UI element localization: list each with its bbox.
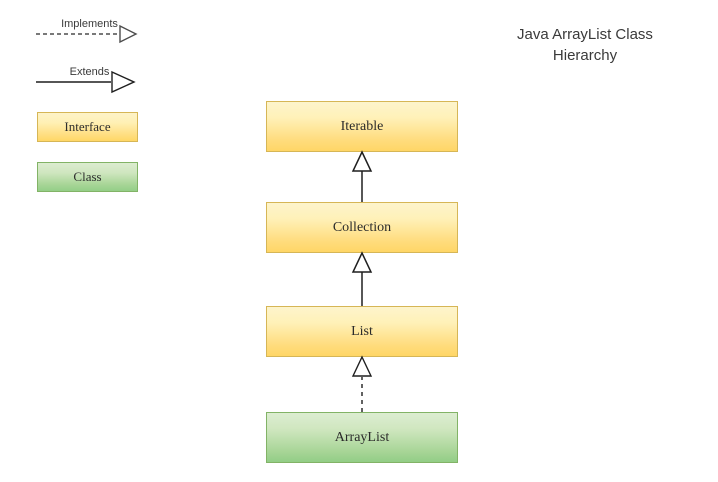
legend-swatch-class: Class <box>37 162 138 192</box>
legend-implements-label: Implements <box>61 18 118 30</box>
node-list[interactable]: List <box>266 306 458 357</box>
node-collection-label: Collection <box>332 219 392 235</box>
edge-collection-to-iterable <box>351 150 373 202</box>
legend-extends-label: Extends <box>69 66 110 78</box>
node-arraylist-label: ArrayList <box>334 429 390 445</box>
node-list-label: List <box>351 323 373 339</box>
node-arraylist[interactable]: ArrayList <box>266 412 458 463</box>
legend-swatch-class-label: Class <box>73 169 102 184</box>
node-collection[interactable]: Collection <box>266 202 458 253</box>
node-iterable[interactable]: Iterable <box>266 101 458 152</box>
edge-list-to-collection <box>351 251 373 306</box>
page-title: Java ArrayList Class Hierarchy <box>517 26 653 64</box>
legend: Implements Extends Interface Class <box>0 0 200 210</box>
node-iterable-label: Iterable <box>340 118 384 134</box>
edge-arraylist-to-list <box>351 355 373 412</box>
legend-swatch-interface-label: Interface <box>64 119 111 134</box>
legend-swatch-interface: Interface <box>37 112 138 142</box>
